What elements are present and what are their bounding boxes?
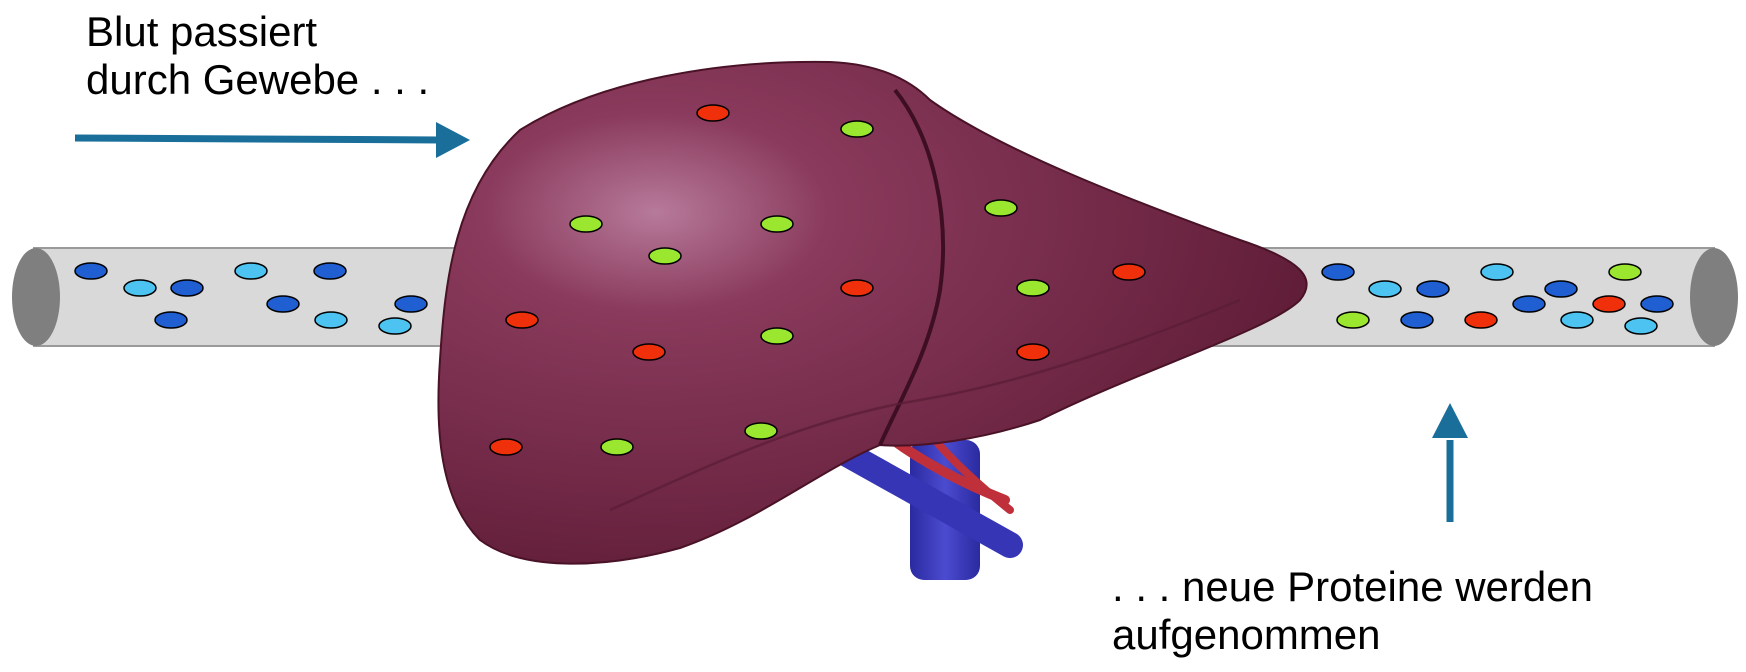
protein-dark-blue — [171, 280, 203, 296]
vessel-left-end — [12, 248, 60, 346]
arrow-right-icon — [75, 122, 470, 158]
protein-green — [570, 216, 602, 232]
protein-dark-blue — [1641, 296, 1673, 312]
protein-dark-blue — [75, 263, 107, 279]
protein-red — [1465, 312, 1497, 328]
protein-red — [841, 280, 873, 296]
arrow-up-icon — [1432, 403, 1468, 522]
protein-red — [506, 312, 538, 328]
protein-green — [1017, 280, 1049, 296]
protein-green — [841, 121, 873, 137]
protein-red — [1113, 264, 1145, 280]
protein-light-blue — [1561, 312, 1593, 328]
protein-red — [490, 439, 522, 455]
protein-light-blue — [379, 318, 411, 334]
protein-dark-blue — [1417, 281, 1449, 297]
caption-blood-passes-tissue: Blut passiert durch Gewebe . . . — [86, 8, 429, 104]
protein-green — [1337, 312, 1369, 328]
liver-body — [438, 62, 1306, 564]
protein-light-blue — [235, 263, 267, 279]
protein-green — [761, 216, 793, 232]
protein-red — [697, 105, 729, 121]
protein-dark-blue — [1545, 281, 1577, 297]
liver-icon — [438, 62, 1306, 564]
protein-green — [649, 248, 681, 264]
protein-light-blue — [1369, 281, 1401, 297]
protein-red — [1017, 344, 1049, 360]
protein-red — [633, 344, 665, 360]
protein-dark-blue — [1401, 312, 1433, 328]
protein-dark-blue — [395, 296, 427, 312]
protein-green — [761, 328, 793, 344]
protein-green — [1609, 264, 1641, 280]
protein-green — [985, 200, 1017, 216]
protein-red — [1593, 296, 1625, 312]
protein-green — [745, 423, 777, 439]
protein-dark-blue — [1322, 264, 1354, 280]
protein-dark-blue — [314, 263, 346, 279]
protein-light-blue — [1481, 264, 1513, 280]
protein-green — [601, 439, 633, 455]
protein-light-blue — [124, 280, 156, 296]
protein-dark-blue — [267, 296, 299, 312]
caption-new-proteins-absorbed: . . . neue Proteine werden aufgenommen — [1112, 563, 1593, 659]
protein-light-blue — [1625, 318, 1657, 334]
vessel-right-end — [1690, 248, 1738, 346]
protein-light-blue — [315, 312, 347, 328]
protein-dark-blue — [155, 312, 187, 328]
protein-dark-blue — [1513, 296, 1545, 312]
